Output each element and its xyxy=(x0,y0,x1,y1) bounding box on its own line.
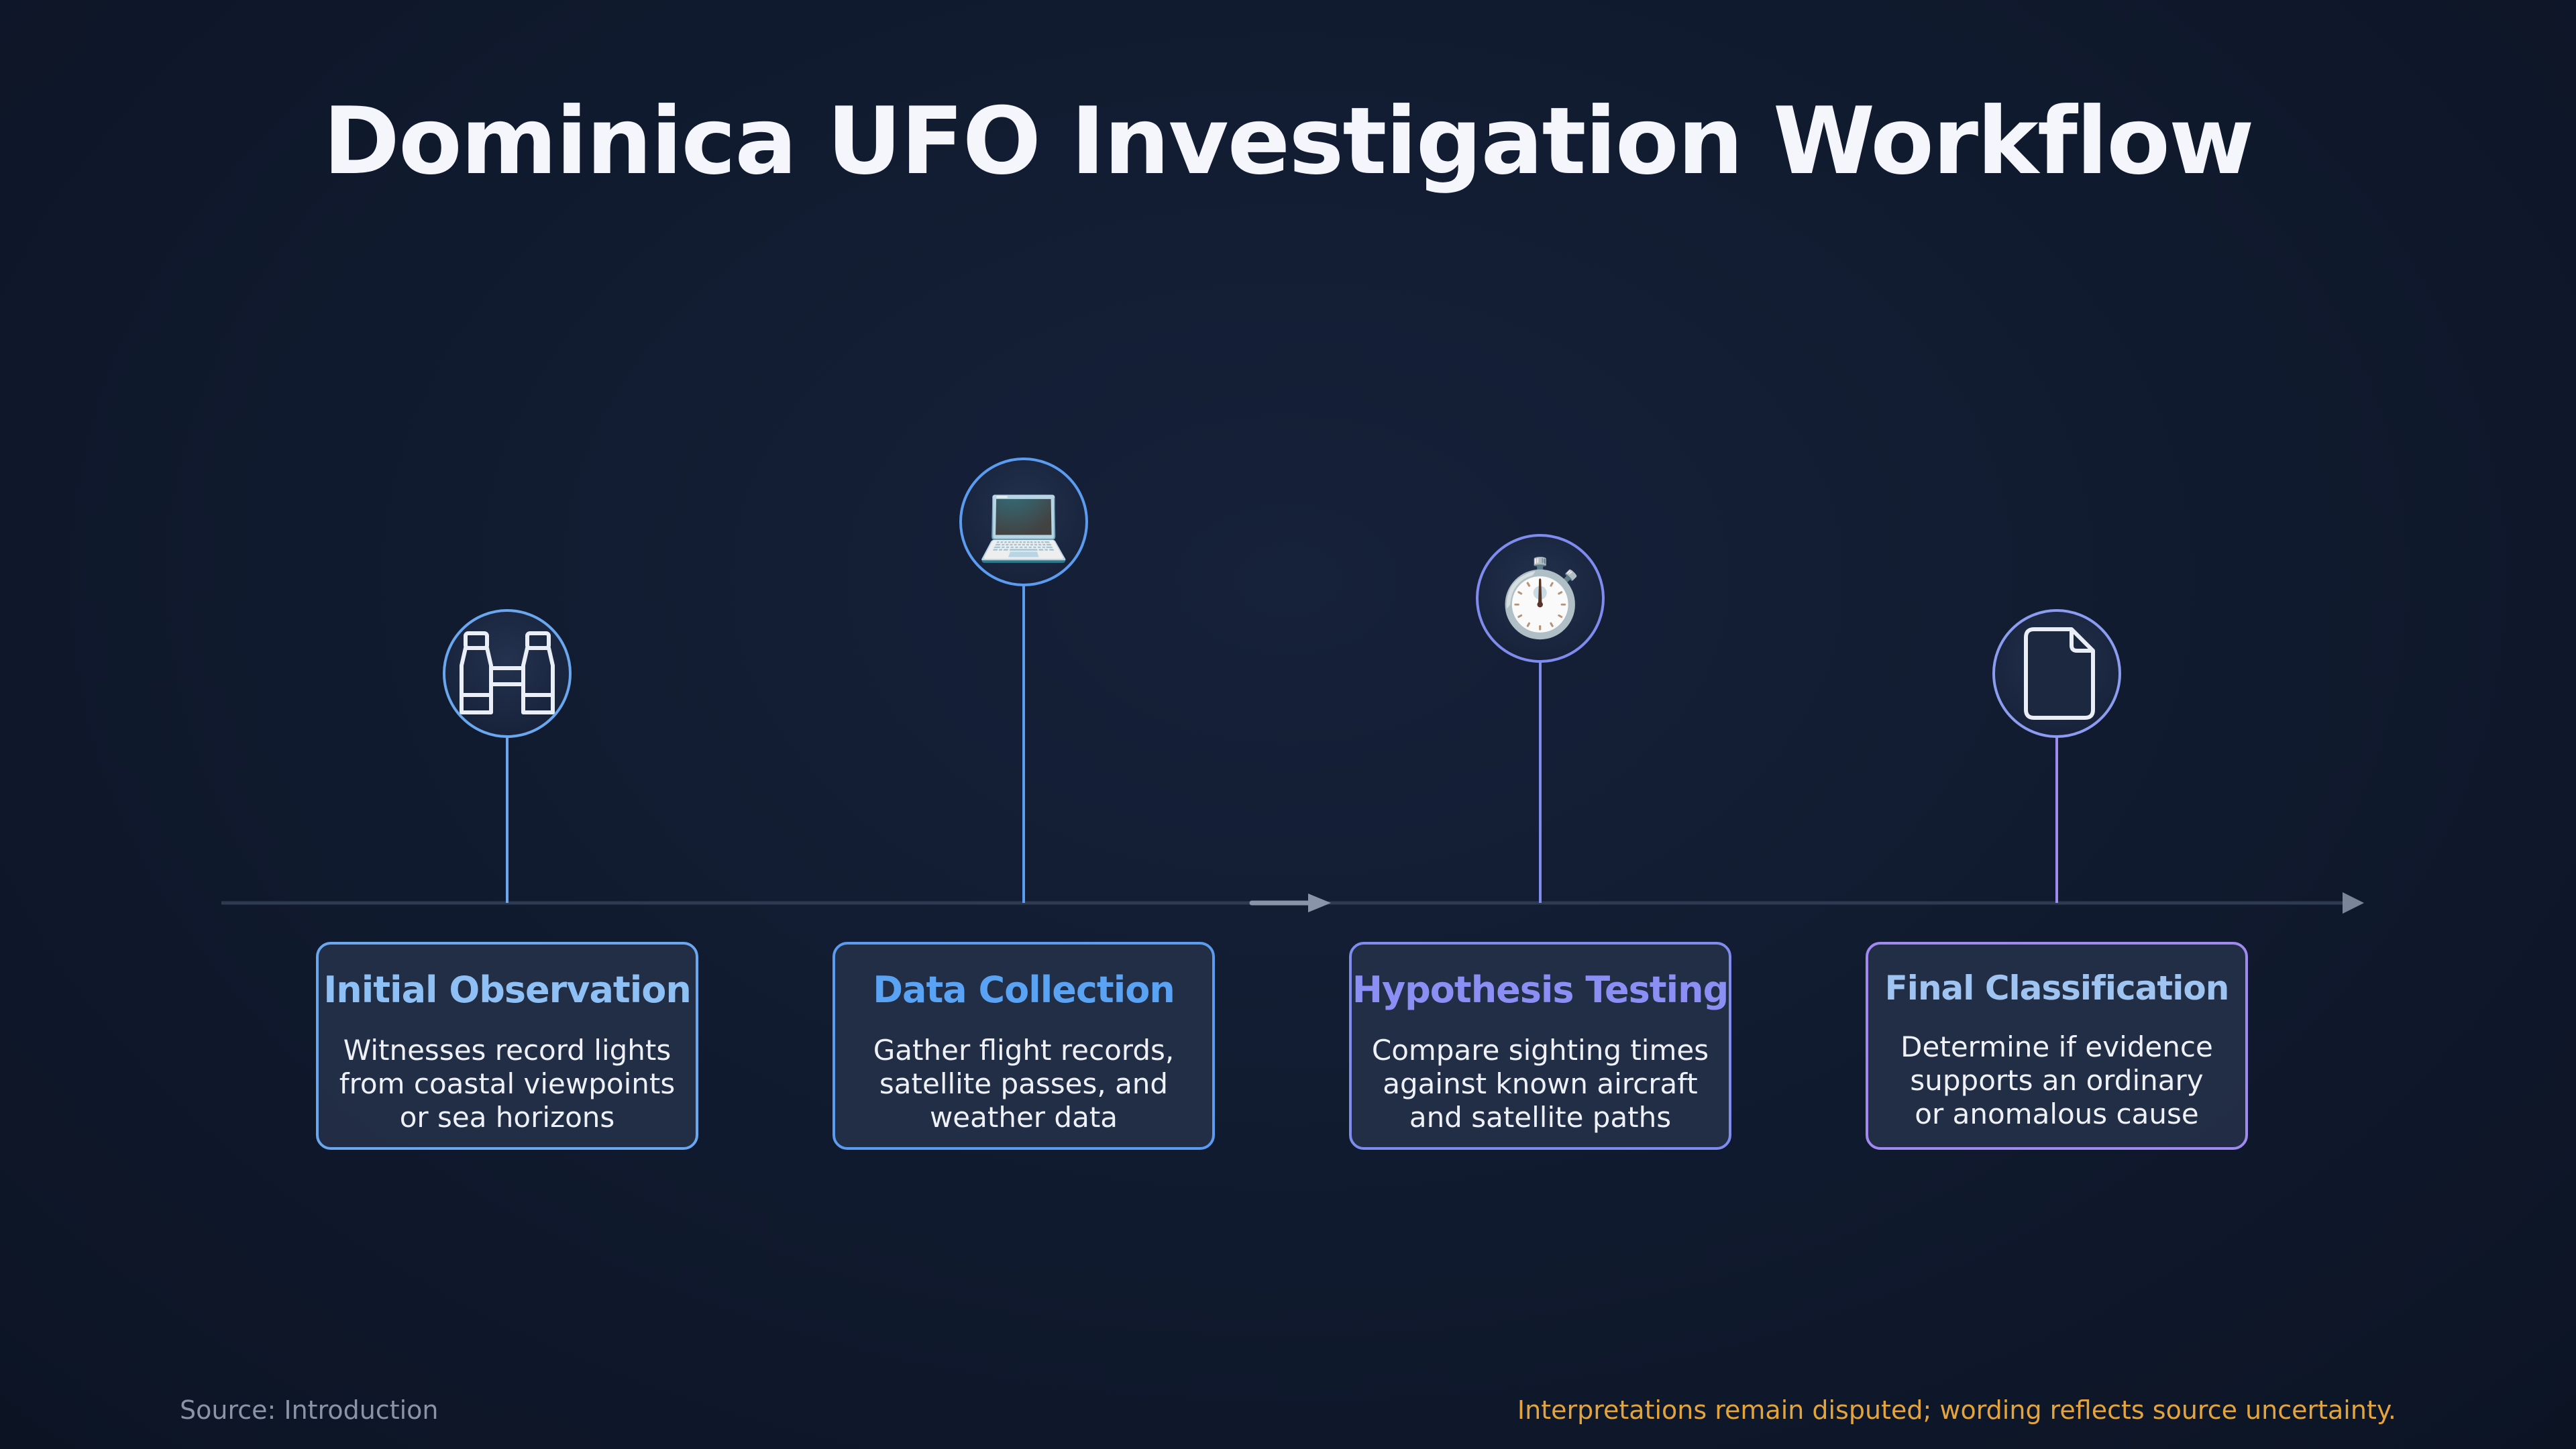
flow-arrow-head xyxy=(1308,894,1331,912)
step-card-final-classification: Final Classification Determine if eviden… xyxy=(1866,942,2248,1150)
laptop-icon: 💻 xyxy=(977,478,1071,566)
description-line: supports an ordinary xyxy=(1910,1064,2204,1097)
description-line: or sea horizons xyxy=(399,1101,615,1134)
step-title: Hypothesis Testing xyxy=(1352,969,1729,1011)
stopwatch-icon: ⏱️ xyxy=(1493,555,1587,642)
step-icon-circle xyxy=(959,458,1088,586)
description-line: or anomalous cause xyxy=(1915,1097,2199,1130)
description-line: weather data xyxy=(929,1101,1118,1134)
step-description: Witnesses record lights from coastal vie… xyxy=(319,1034,696,1134)
step-description: Determine if evidence supports an ordina… xyxy=(1868,1030,2245,1131)
description-line: satellite passes, and xyxy=(879,1067,1169,1100)
timeline-arrowhead xyxy=(2343,892,2364,914)
step-icon-circle xyxy=(443,609,572,738)
step-card-data-collection: Data Collection Gather flight records, s… xyxy=(833,942,1215,1150)
description-line: and satellite paths xyxy=(1409,1101,1672,1134)
binoculars-icon xyxy=(460,631,555,714)
document-icon xyxy=(2024,627,2095,720)
step-card-initial-observation: Initial Observation Witnesses record lig… xyxy=(316,942,698,1150)
step-title: Initial Observation xyxy=(323,969,692,1011)
step-description: Compare sighting times against known air… xyxy=(1352,1034,1729,1134)
description-line: against known aircraft xyxy=(1383,1067,1698,1100)
step-title: Data Collection xyxy=(873,969,1175,1011)
step-description: Gather flight records, satellite passes,… xyxy=(835,1034,1212,1134)
description-line: Compare sighting times xyxy=(1371,1034,1709,1067)
step-title: Final Classification xyxy=(1884,969,2230,1008)
uncertainty-note: Interpretations remain disputed; wording… xyxy=(1517,1395,2396,1425)
description-line: from coastal viewpoints xyxy=(339,1067,676,1100)
description-line: Determine if evidence xyxy=(1900,1030,2213,1063)
description-line: Gather flight records, xyxy=(873,1034,1175,1067)
step-card-hypothesis-testing: Hypothesis Testing Compare sighting time… xyxy=(1349,942,1731,1150)
page-title: Dominica UFO Investigation Workflow xyxy=(323,87,2254,195)
description-line: Witnesses record lights xyxy=(343,1034,672,1067)
source-note: Source: Introduction xyxy=(180,1395,439,1425)
step-icon-circle xyxy=(1476,534,1605,663)
